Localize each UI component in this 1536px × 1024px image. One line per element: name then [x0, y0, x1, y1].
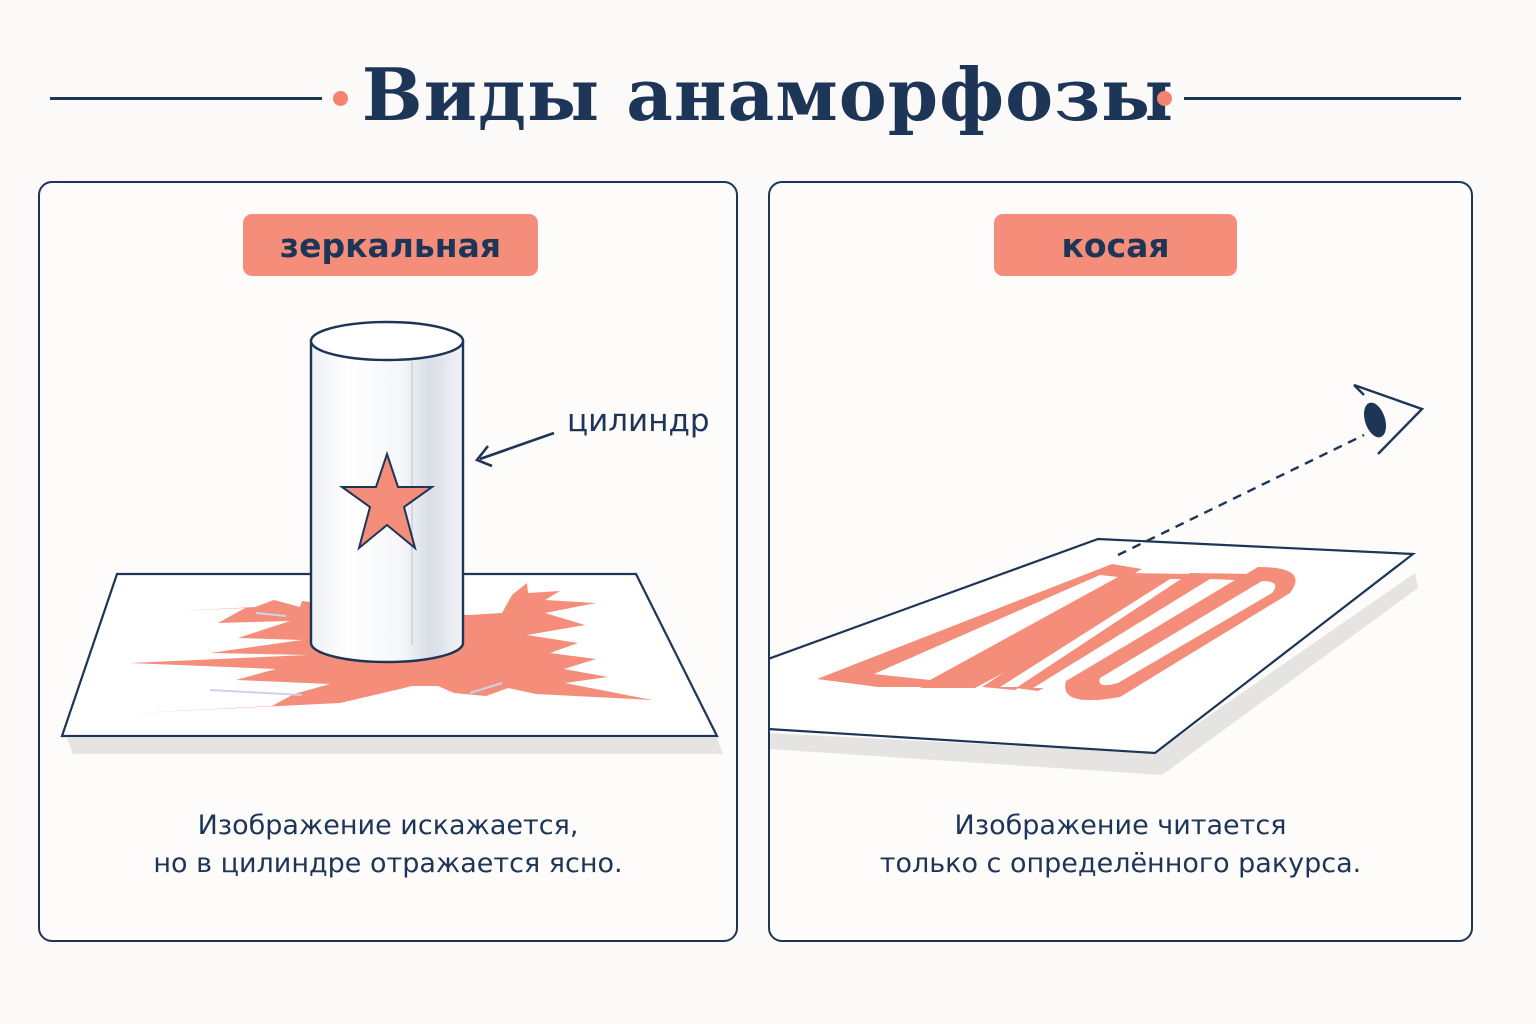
sheet-shadow [67, 738, 723, 754]
stretched-text-image [817, 564, 1296, 701]
reflection-highlights [209, 612, 503, 696]
panel-oblique-anamorphosis: косая Изображение читается только с о [768, 181, 1473, 942]
cylinder-top [309, 320, 465, 362]
arrow-line [479, 431, 555, 461]
arrow-head-icon [474, 445, 493, 468]
eye-icon [1353, 383, 1425, 455]
tag-mirror: зеркальная [243, 214, 538, 276]
sheet-shadow [770, 573, 1418, 775]
header-dot-right [1157, 91, 1172, 106]
panel-mirror-anamorphosis: зеркальная цилиндр [38, 181, 738, 942]
caption-oblique-line1: Изображение читается [954, 810, 1287, 841]
header-rule-right [1184, 97, 1461, 100]
oblique-illustration [770, 383, 1425, 775]
header-rule-left [50, 97, 322, 100]
cylinder-label: цилиндр [567, 403, 710, 439]
star-icon [338, 450, 436, 551]
page-title: Виды анаморфозы [361, 52, 1175, 137]
caption-mirror-line1: Изображение искажается, [197, 810, 579, 841]
caption-mirror-line2: но в цилиндре отражается ясно. [153, 848, 623, 879]
caption-mirror: Изображение искажается, но в цилиндре от… [40, 807, 736, 883]
tag-oblique: косая [994, 214, 1237, 276]
sight-line [1117, 433, 1365, 557]
header-dot-left [333, 91, 348, 106]
caption-oblique: Изображение читается только с определённ… [770, 807, 1471, 883]
caption-oblique-line2: только с определённого ракурса. [879, 848, 1362, 879]
mirror-illustration [60, 320, 723, 754]
